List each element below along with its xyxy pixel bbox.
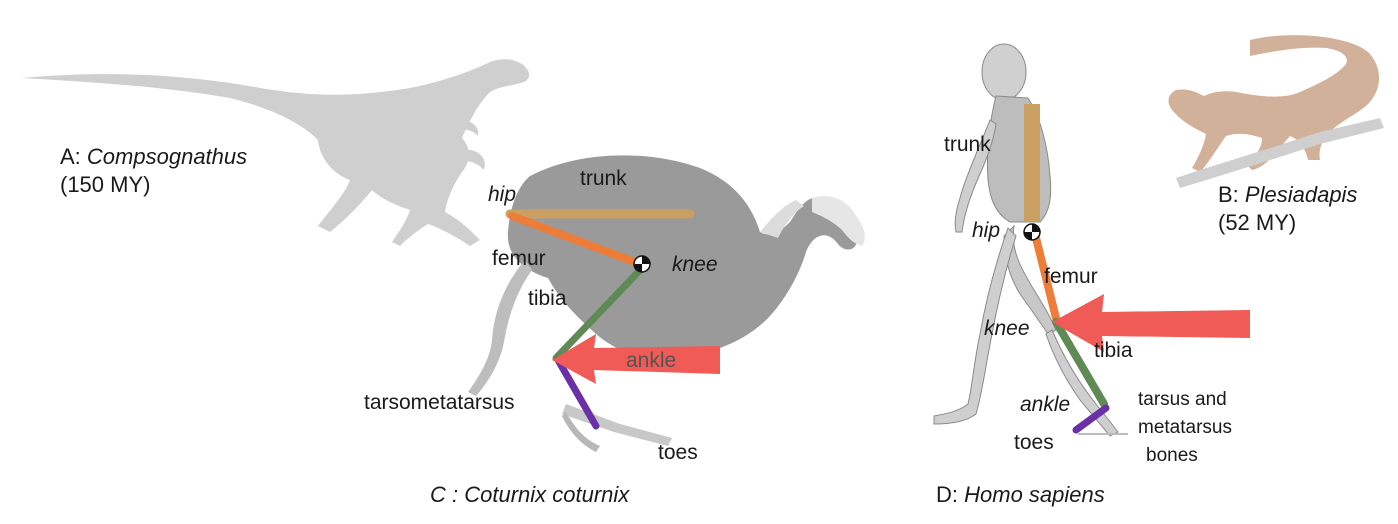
human-tibia-label: tibia xyxy=(1094,339,1133,362)
human-ankle-label: ankle xyxy=(1020,393,1071,416)
panel-d-caption: D: Homo sapiens xyxy=(936,484,1105,506)
human-femur-segment xyxy=(1030,226,1060,322)
human-femur-label: femur xyxy=(1044,265,1098,288)
panel-b-title: B: Plesiadapis xyxy=(1218,184,1357,206)
human-tibia-segment xyxy=(1052,318,1108,408)
bird-toes-label: toes xyxy=(658,441,698,464)
human-tarsus-label-line-3: bones xyxy=(1146,445,1198,466)
bird-ankle-arrow xyxy=(552,334,720,384)
bird-ankle-label: ankle xyxy=(626,349,677,372)
bird-tarsometatarsus-segment xyxy=(554,356,600,430)
panel-a-title: A: Compsognathus xyxy=(60,146,247,168)
bird-tibia-label: tibia xyxy=(528,287,567,310)
panel-b-genus: Plesiadapis xyxy=(1244,182,1358,207)
human-tarsus-label-line-1: tarsus and xyxy=(1138,389,1227,410)
human-toes-label: toes xyxy=(1014,431,1054,454)
bird-femur-segment xyxy=(508,212,644,268)
panel-a-letter: A: xyxy=(60,144,81,169)
bird-tibia-segment xyxy=(552,264,646,362)
human-tarsus-segment xyxy=(1072,404,1110,434)
panel-a-genus: Compsognathus xyxy=(86,144,248,169)
human-hip-label: hip xyxy=(972,219,1001,242)
bird-femur-label: femur xyxy=(492,247,546,270)
panel-d-species: Homo sapiens xyxy=(964,482,1105,507)
human-tarsus-label-line-2: metatarsus xyxy=(1138,417,1232,438)
panel-b-age: (52 MY) xyxy=(1218,210,1297,235)
compsognathus-silhouette xyxy=(22,59,530,246)
panel-a-age: (150 MY) xyxy=(60,172,151,197)
bird-trunk-label: trunk xyxy=(580,167,627,190)
plesiadapis-silhouette xyxy=(1168,35,1384,188)
human-hip-joint-marker xyxy=(1023,223,1041,241)
bird-knee-label: knee xyxy=(672,253,718,276)
bird-tarsometatarsus-label: tarsometatarsus xyxy=(364,391,515,414)
human-trunk-label: trunk xyxy=(944,133,991,156)
human-knee-arrow xyxy=(1052,294,1250,352)
bird-hip-label: hip xyxy=(488,183,517,206)
bird-knee-joint-marker xyxy=(633,255,651,273)
human-knee-label: knee xyxy=(984,317,1030,340)
panel-b-letter: B: xyxy=(1218,182,1239,207)
panel-d-letter: D: xyxy=(936,482,958,507)
panel-c-caption: C : Coturnix coturnix xyxy=(430,482,630,507)
